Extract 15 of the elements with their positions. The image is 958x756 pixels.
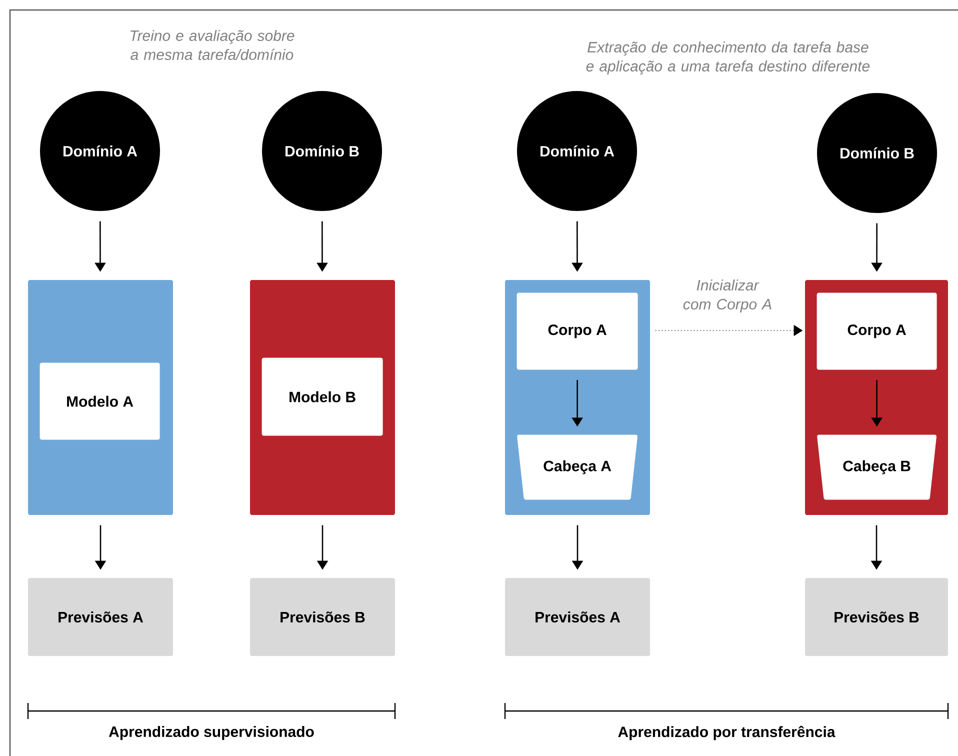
head-trapezoid: Cabeça B (817, 434, 937, 500)
caption-text: Treino e avaliação sobre a mesma tarefa/domínio (130, 30, 294, 60)
edge-label: Inicializar com Corpo A (683, 280, 772, 312)
model-box: Corpo A (516, 292, 638, 370)
prediction-box: Previsões A (505, 578, 650, 656)
model-box: Modelo B (262, 358, 383, 436)
caption-text: Extração de conhecimento da tarefa base e aplicação a uma tarefa destino diferente (586, 42, 870, 74)
bracket-label: Aprendizado por transferência (618, 726, 836, 740)
model-box: Modelo A (40, 362, 160, 440)
prediction-box: Previsões B (805, 578, 948, 656)
head-trapezoid: Cabeça A (517, 434, 638, 500)
prediction-box: Previsões B (250, 578, 395, 656)
bracket-label: Aprendizado supervisionado (108, 726, 314, 740)
prediction-box: Previsões A (28, 578, 173, 656)
model-box: Corpo A (816, 292, 937, 370)
